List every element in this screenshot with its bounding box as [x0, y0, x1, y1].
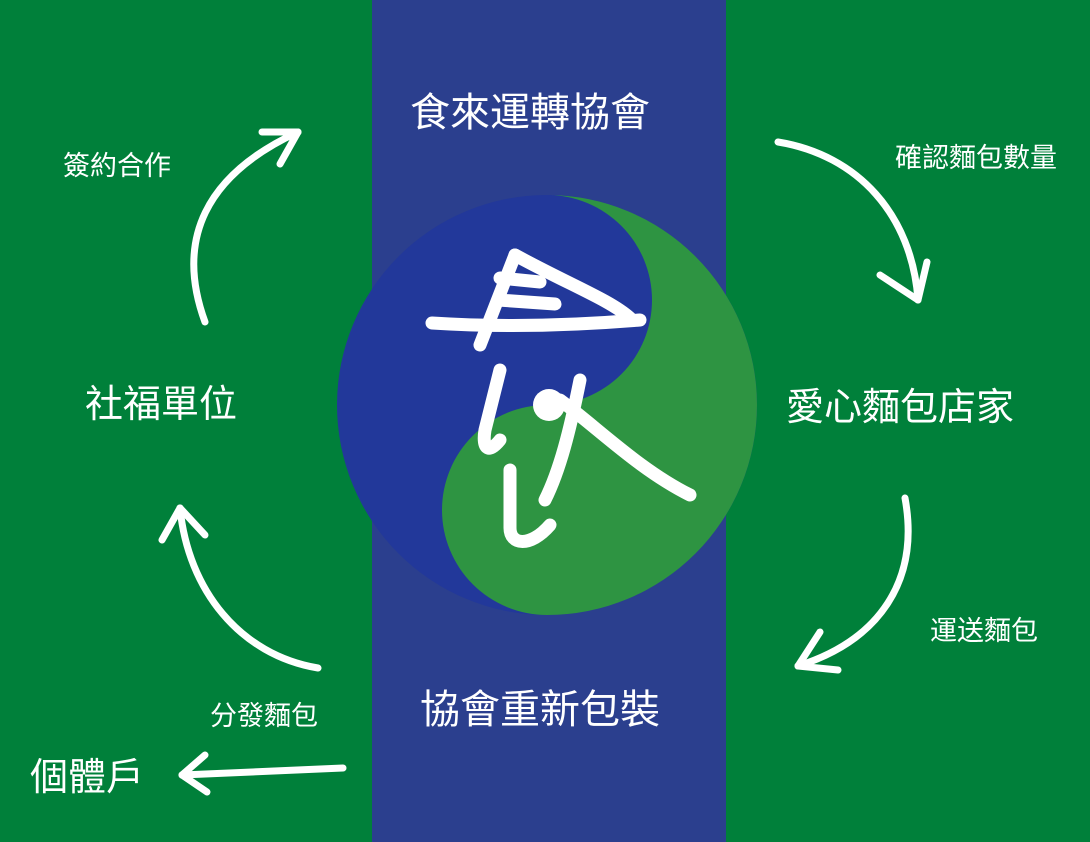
center-bottom-title: 協會重新包裝: [420, 687, 660, 733]
step-top-right: 確認麵包數量: [895, 143, 1057, 174]
logo-dot: [533, 389, 565, 421]
step-top-left: 簽約合作: [63, 151, 171, 182]
step-bottom-right: 運送麵包: [930, 616, 1038, 647]
step-bottom-left: 分發麵包: [210, 701, 318, 732]
arrow-to-individual: [178, 751, 347, 796]
logo-glyph: [425, 248, 697, 548]
bottom-left-node: 個體戶: [30, 755, 145, 799]
arrow-top-right: [774, 138, 931, 304]
yin-yang-bread-logo-icon: [337, 195, 757, 615]
logo-green-half: [442, 195, 757, 615]
center-top-title: 食來運轉協會: [410, 90, 650, 136]
arrow-top-left: [190, 128, 302, 326]
arrow-bottom-right: [794, 494, 912, 674]
arrow-bottom-left: [158, 504, 322, 672]
right-main-node: 愛心麵包店家: [786, 385, 1015, 429]
left-main-node: 社福單位: [85, 382, 238, 426]
